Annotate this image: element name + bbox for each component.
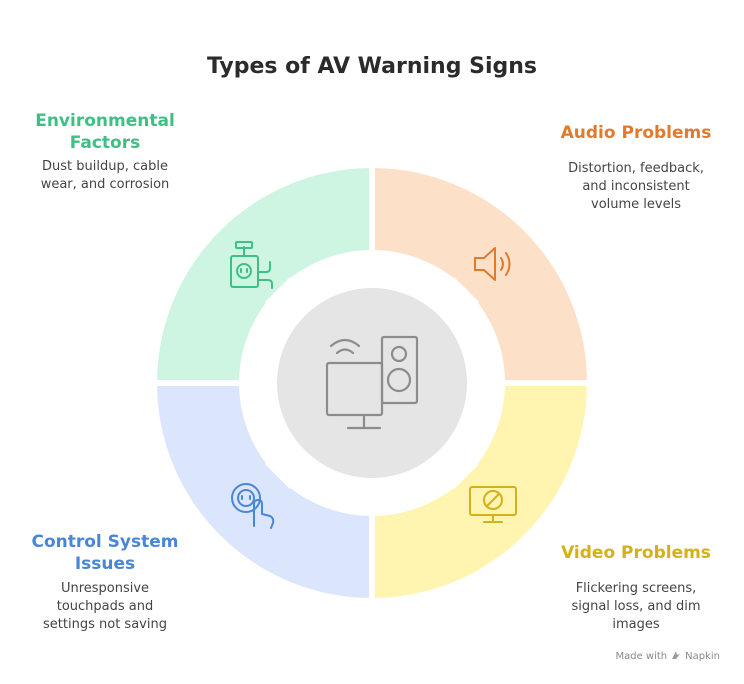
center-circle <box>277 288 467 478</box>
audio-desc-line3: volume levels <box>591 197 681 212</box>
environmental-heading-line1: Environmental <box>35 111 175 131</box>
control-heading: Control System Issues <box>14 531 196 575</box>
outlet-plug-icon <box>230 241 273 289</box>
video-description: Flickering screens, signal loss, and dim… <box>540 580 732 634</box>
environmental-heading: Environmental Factors <box>14 110 196 154</box>
audio-description: Distortion, feedback, and inconsistent v… <box>540 160 732 214</box>
audio-heading: Audio Problems <box>540 122 732 144</box>
audio-heading-line1: Audio Problems <box>560 123 712 143</box>
control-heading-line1: Control System <box>31 532 179 552</box>
environmental-heading-line2: Factors <box>69 133 141 153</box>
speaker-icon <box>474 247 511 281</box>
touch-pointer-icon <box>231 483 275 529</box>
environmental-desc-line2: wear, and corrosion <box>40 177 170 192</box>
segment-control <box>157 383 372 598</box>
control-desc-line1: Unresponsive <box>60 581 150 596</box>
control-heading-line2: Issues <box>74 554 136 574</box>
video-heading: Video Problems <box>540 542 732 564</box>
environmental-desc-line1: Dust buildup, cable <box>42 159 168 174</box>
control-description: Unresponsive touchpads and settings not … <box>14 580 196 634</box>
monitor-no-signal-icon <box>469 486 517 523</box>
footer-brand: Napkin <box>685 651 720 662</box>
environmental-description: Dust buildup, cable wear, and corrosion <box>14 158 196 194</box>
audio-desc-line2: and inconsistent <box>582 179 690 194</box>
segment-audio <box>372 168 587 383</box>
control-desc-line3: settings not saving <box>43 617 167 632</box>
video-heading-line1: Video Problems <box>561 543 711 563</box>
footer-credit: Made with Napkin <box>615 650 720 663</box>
segment-video <box>372 383 587 598</box>
audio-desc-line1: Distortion, feedback, <box>568 161 704 176</box>
napkin-logo-icon <box>671 650 681 663</box>
video-desc-line3: images <box>612 617 660 632</box>
page-title: Types of AV Warning Signs <box>206 54 538 79</box>
monitor-speaker-icon <box>325 335 419 430</box>
footer-prefix: Made with <box>615 651 668 662</box>
video-desc-line2: signal loss, and dim <box>571 599 701 614</box>
video-desc-line1: Flickering screens, <box>575 581 697 596</box>
control-desc-line2: touchpads and <box>56 599 154 614</box>
segment-environmental <box>157 168 372 383</box>
